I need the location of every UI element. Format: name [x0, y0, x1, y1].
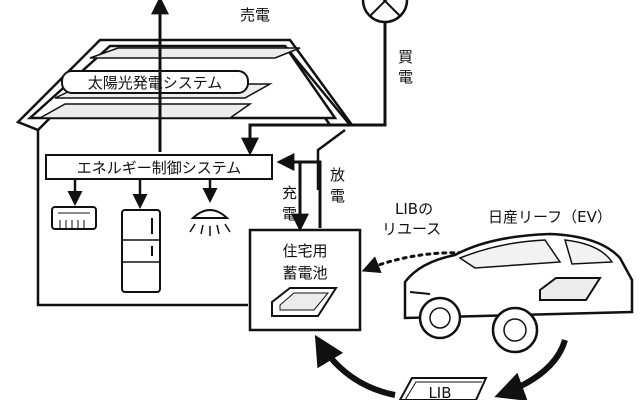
buy-power-arrow: [241, 22, 387, 156]
battery-label-line2: 蓄電池: [282, 264, 327, 282]
ev-battery-icon: [539, 277, 602, 301]
buy-power-label-2: 電: [398, 68, 413, 86]
discharge-label-2: 電: [330, 187, 345, 205]
lib-pack: [398, 377, 488, 400]
utility-meter-icon: [361, 0, 409, 24]
refrigerator-icon: [121, 209, 161, 293]
battery-label-line1: 住宅用: [282, 242, 327, 260]
ev-to-lib-arrow: [494, 339, 568, 400]
discharge-label-1: 放: [330, 166, 345, 184]
air-conditioner-icon: [51, 206, 97, 230]
lib-reuse-label-line1: LIBの: [395, 200, 433, 218]
ev-label: 日産リーフ（EV）: [488, 208, 612, 226]
solar-system-box: [61, 70, 249, 94]
lib-pack-label: LIB: [428, 384, 451, 400]
energy-control-box: [45, 154, 273, 180]
ceiling-light-icon: [189, 209, 231, 236]
energy-control-label: エネルギー制御システム: [77, 159, 242, 177]
sell-power-label: 売電: [240, 6, 270, 24]
solar-system-label: 太陽光発電システム: [88, 74, 223, 92]
buy-power-label-1: 買: [398, 48, 413, 66]
discharge-arrow: [276, 153, 322, 228]
battery-pack-icon: [271, 287, 338, 317]
lib-reuse-label-line2: リユース: [382, 220, 441, 238]
charge-label-1: 充: [282, 184, 297, 202]
charge-label-2: 電: [282, 205, 297, 223]
lib-to-battery-arrow: [314, 334, 396, 398]
ev-car-icon: [403, 232, 634, 354]
